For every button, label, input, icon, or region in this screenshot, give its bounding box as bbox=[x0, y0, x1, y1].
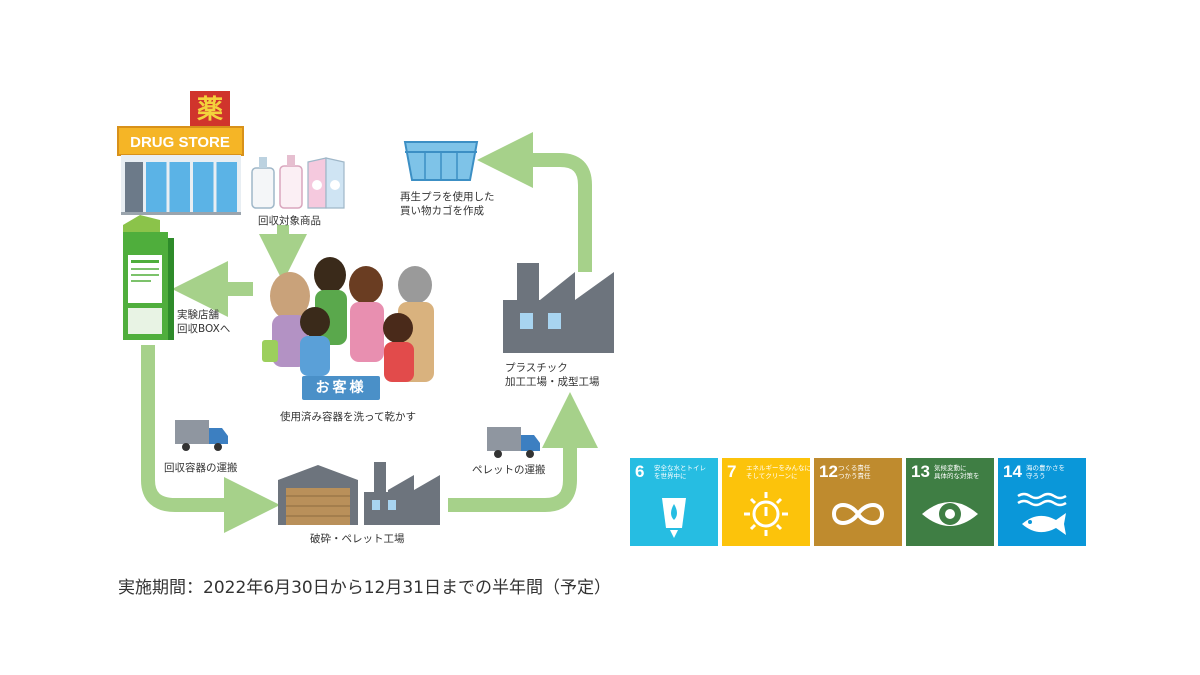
label-crush-pellet: 破砕・ペレット工場 bbox=[310, 532, 405, 546]
label-plastic-line1: プラスチック bbox=[505, 361, 568, 375]
infinity-icon bbox=[814, 458, 902, 546]
plastic-factory-illustration bbox=[503, 263, 614, 353]
sdg-tile-7: 7 エネルギーをみんなに そしてクリーンに bbox=[722, 458, 810, 546]
shopping-basket-illustration bbox=[405, 142, 477, 180]
label-transport-pellets: ペレットの運搬 bbox=[472, 463, 546, 477]
drug-store-illustration: 薬 DRUG STORE bbox=[118, 91, 243, 215]
pellet-factory-illustration bbox=[364, 462, 440, 525]
truck-icon-right bbox=[487, 427, 540, 458]
sdg-tile-13: 13 気候変動に 具体的な対策を bbox=[906, 458, 994, 546]
sdg-tile-6: 6 安全な水とトイレ を世界中に bbox=[630, 458, 718, 546]
implementation-period-text: 実施期間：2022年6月30日から12月31日までの半年間（予定） bbox=[118, 573, 611, 598]
collection-items-illustration bbox=[252, 155, 344, 208]
arrow-plastic-to-basket bbox=[505, 160, 585, 272]
label-wash-dry: 使用済み容器を洗って乾かす bbox=[280, 410, 416, 424]
kanji-sign-text: 薬 bbox=[197, 95, 223, 125]
label-plastic-line2: 加工工場・成型工場 bbox=[505, 375, 600, 389]
truck-icon-left bbox=[175, 420, 228, 451]
warehouse-illustration bbox=[278, 465, 358, 525]
fish-waves-icon bbox=[998, 458, 1086, 546]
label-collection-items: 回収対象商品 bbox=[258, 214, 321, 228]
collection-box-illustration bbox=[123, 215, 174, 340]
label-basket-line1: 再生プラを使用した bbox=[400, 190, 495, 204]
label-basket-line2: 買い物カゴを作成 bbox=[400, 204, 484, 218]
sdg-tile-12: 12 つくる責任 つかう責任 bbox=[814, 458, 902, 546]
label-transport-containers: 回収容器の運搬 bbox=[164, 461, 238, 475]
customer-badge: お客様 bbox=[302, 376, 380, 400]
water-drop-icon bbox=[630, 458, 718, 546]
sun-power-icon bbox=[722, 458, 810, 546]
sdg-tile-14: 14 海の豊かさを 守ろう bbox=[998, 458, 1086, 546]
earth-eye-icon bbox=[906, 458, 994, 546]
label-test-store-line2: 回収BOXへ bbox=[177, 322, 230, 336]
label-test-store-line1: 実験店舗 bbox=[177, 308, 219, 322]
store-sign-text: DRUG STORE bbox=[130, 134, 230, 151]
customers-illustration bbox=[262, 257, 434, 382]
